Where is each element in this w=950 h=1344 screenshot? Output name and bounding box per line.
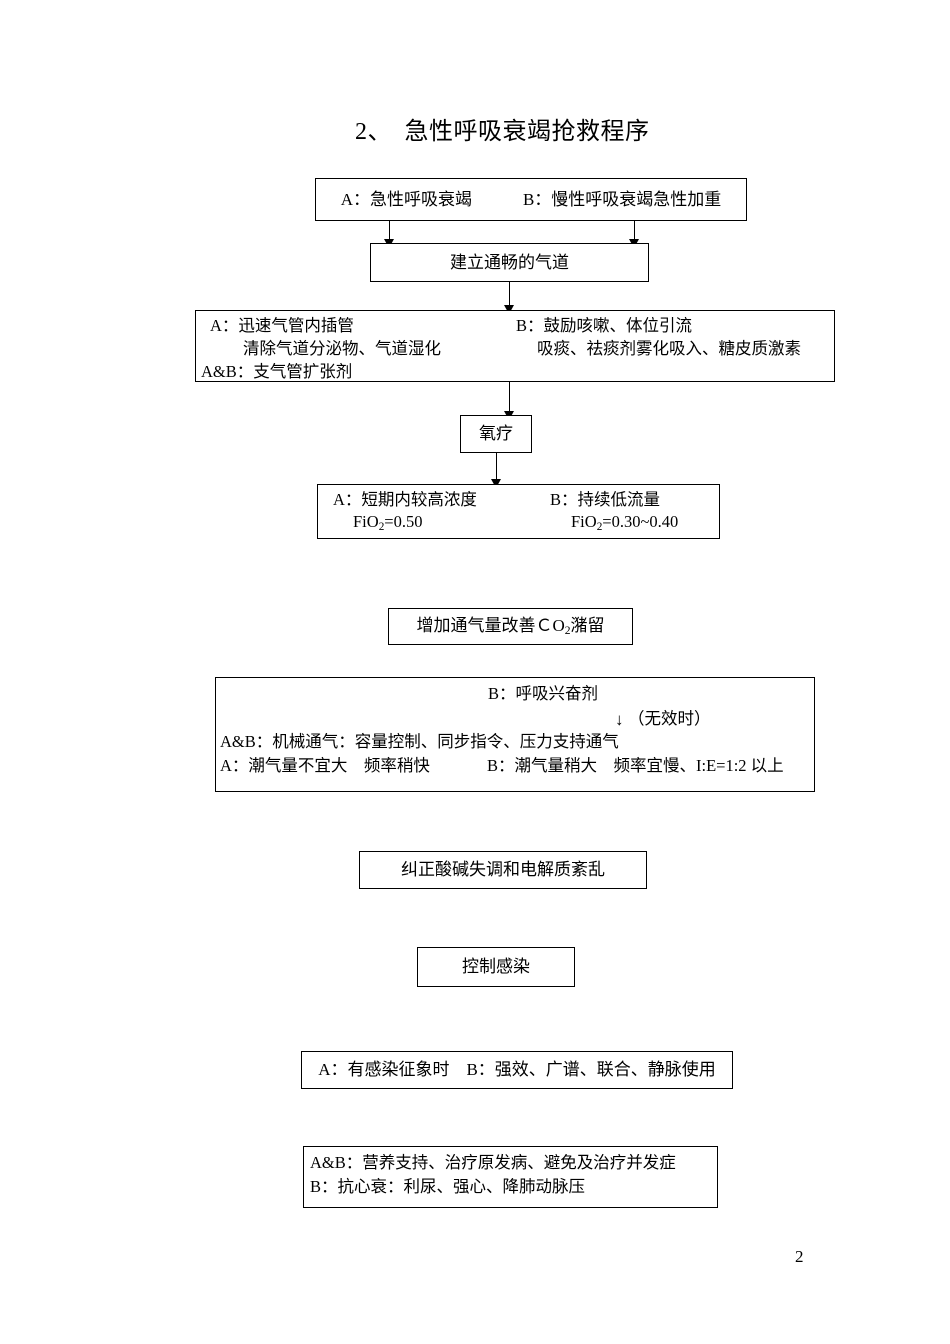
infection-control-label: 控制感染 — [462, 957, 530, 977]
airway-management-b-line1: B：鼓励咳嗽、体位引流 — [516, 316, 693, 335]
flow-box-mechanical-ventilation[interactable]: B：呼吸兴奋剂 ↓ （无效时） A&B：机械通气：容量控制、同步指令、压力支持通… — [215, 677, 815, 792]
supportive-care-b-line: B：抗心衰：利尿、强心、降肺动脉压 — [310, 1177, 586, 1196]
oxygen-therapy-label: 氧疗 — [479, 424, 513, 444]
ventilation-param-a: A：潮气量不宜大 频率稍快 — [220, 756, 430, 775]
oxygen-dose-b-value: FiO2=0.30~0.40 — [571, 510, 678, 536]
flow-box-airway-management[interactable]: A：迅速气管内插管 B：鼓励咳嗽、体位引流 清除气道分泌物、气道湿化 吸痰、祛痰… — [195, 310, 835, 382]
increase-ventilation-label: 增加通气量改善ＣO2潴留 — [416, 613, 604, 640]
antibiotic-strategy-label: A：有感染征象时 B：强效、广谱、联合、静脉使用 — [318, 1060, 716, 1080]
fio2-value-a: =0.50 — [384, 512, 423, 531]
connector-airway-oxygen — [509, 382, 510, 414]
co2-prefix: 增加通气量改善ＣO — [416, 616, 565, 636]
ineffective-note: （无效时） — [628, 709, 711, 728]
arrowhead-oxygen-dose — [491, 479, 501, 488]
co2-sub: 2 — [564, 624, 571, 638]
oxygen-dose-a-label: A：短期内较高浓度 — [333, 490, 477, 509]
mechanical-ventilation-modes: A&B：机械通气：容量控制、同步指令、压力支持通气 — [220, 732, 619, 751]
ventilation-param-b: B：潮气量稍大 频率宜慢、I:E=1:2 以上 — [487, 756, 784, 775]
flow-box-establish-airway[interactable]: 建立通畅的气道 — [370, 243, 649, 282]
airway-management-a-line1: A：迅速气管内插管 — [210, 316, 354, 335]
flow-box-infection-control[interactable]: 控制感染 — [417, 947, 575, 987]
airway-management-ab-line: A&B：支气管扩张剂 — [201, 362, 353, 381]
flow-box-etiology[interactable]: A：急性呼吸衰竭 B：慢性呼吸衰竭急性加重 — [315, 178, 747, 221]
fio2-prefix-b: FiO — [571, 512, 597, 531]
flow-box-increase-ventilation[interactable]: 增加通气量改善ＣO2潴留 — [388, 608, 633, 645]
co2-suffix: 潴留 — [570, 616, 605, 636]
fio2-value-b: =0.30~0.40 — [602, 512, 679, 531]
respiratory-stimulant-label: B：呼吸兴奋剂 — [488, 684, 599, 703]
establish-airway-label: 建立通畅的气道 — [450, 252, 569, 272]
correct-acid-base-label: 纠正酸碱失调和电解质紊乱 — [401, 860, 605, 880]
flow-box-oxygen-dose[interactable]: A：短期内较高浓度 B：持续低流量 FiO2=0.50 FiO2=0.30~0.… — [317, 484, 720, 539]
page-title: 2、 急性呼吸衰竭抢救程序 — [355, 119, 650, 145]
connector-etiology-airway-left — [389, 221, 390, 241]
fio2-prefix-a: FiO — [353, 512, 379, 531]
airway-management-b-line2: 吸痰、祛痰剂雾化吸入、糖皮质激素 — [537, 339, 801, 358]
connector-etiology-airway-right — [634, 221, 635, 241]
flow-box-correct-acid-base[interactable]: 纠正酸碱失调和电解质紊乱 — [359, 851, 647, 889]
fio2-sub-b: 2 — [596, 521, 603, 534]
oxygen-dose-b-label: B：持续低流量 — [550, 490, 661, 509]
connector-airway-clearance — [509, 282, 510, 307]
airway-management-a-line2: 清除气道分泌物、气道湿化 — [210, 339, 441, 358]
oxygen-dose-a-value: FiO2=0.50 — [353, 510, 422, 536]
etiology-line: A：急性呼吸衰竭 B：慢性呼吸衰竭急性加重 — [340, 189, 722, 209]
page-number: 2 — [795, 1247, 804, 1266]
fio2-sub-a: 2 — [378, 521, 385, 534]
flow-box-supportive-care[interactable]: A&B：营养支持、治疗原发病、避免及治疗并发症 B：抗心衰：利尿、强心、降肺动脉… — [303, 1146, 718, 1208]
supportive-care-ab-line: A&B：营养支持、治疗原发病、避免及治疗并发症 — [310, 1153, 676, 1172]
flow-box-antibiotic-strategy[interactable]: A：有感染征象时 B：强效、广谱、联合、静脉使用 — [301, 1051, 733, 1089]
arrowhead-clearance — [504, 305, 514, 314]
flow-box-oxygen-therapy[interactable]: 氧疗 — [460, 415, 532, 453]
connector-oxygen-dose — [496, 453, 497, 483]
down-arrow-icon: ↓ — [615, 710, 624, 729]
